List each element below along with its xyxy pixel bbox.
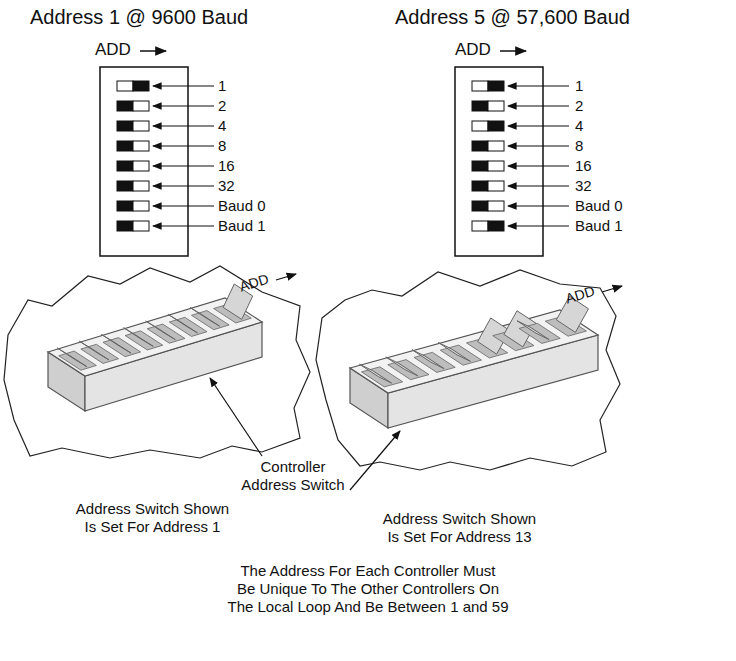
leader-arrow (153, 125, 214, 126)
add-arrow (500, 50, 526, 52)
switch-toggle (117, 161, 133, 171)
direction-label: ADD (455, 40, 491, 60)
switch-label: 16 (218, 157, 235, 175)
switch-toggle (133, 141, 149, 151)
toggle-lever (438, 343, 470, 362)
leader-arrow (508, 145, 569, 146)
switch-toggle (472, 141, 488, 151)
switch-toggle (117, 181, 133, 191)
toggle-lever (102, 335, 132, 354)
switch-toggle (133, 181, 149, 191)
callout-label: Controller Address Switch (238, 458, 348, 494)
toggle-lever (168, 314, 198, 333)
switch-toggle (133, 221, 149, 231)
switch-toggle (133, 101, 149, 111)
add-arrow (276, 274, 296, 280)
leader-arrow (153, 185, 214, 186)
leader-arrow (153, 225, 214, 226)
switch-label: 1 (218, 77, 226, 95)
leader-arrow (508, 185, 569, 186)
switch-toggle (488, 81, 504, 91)
add-arrow (602, 286, 622, 292)
toggle-lever (57, 348, 87, 367)
switch-toggle (472, 221, 488, 231)
heading: Address 5 @ 57,600 Baud (395, 5, 630, 29)
switch-toggle (488, 161, 504, 171)
leader-arrow (508, 225, 569, 226)
leader-arrow (508, 205, 569, 206)
switch-label: Baud 1 (218, 217, 266, 235)
switch-toggle (488, 101, 504, 111)
switch-toggle (488, 121, 504, 131)
leader-arrow (508, 165, 569, 166)
add-arrow (140, 50, 166, 52)
switch-toggle (117, 201, 133, 211)
leader-arrow (153, 105, 214, 106)
switch-toggle (472, 201, 488, 211)
switch-label: 32 (218, 177, 235, 195)
switch-label: 2 (575, 97, 583, 115)
switch-toggle (117, 81, 133, 91)
switch-label: 1 (575, 77, 583, 95)
switch-label: 8 (575, 137, 583, 155)
leader-arrow (153, 85, 214, 86)
toggle-lever (386, 357, 418, 376)
direction-label: ADD (95, 40, 131, 60)
toggle-lever (360, 364, 392, 383)
switch-toggle (488, 221, 504, 231)
dip-switch-box (100, 67, 188, 256)
leader-arrow (508, 85, 569, 86)
switch-toggle (488, 181, 504, 191)
switch-toggle (472, 181, 488, 191)
leader-arrow (350, 431, 400, 490)
switch-label: 4 (218, 117, 226, 135)
switch-label: 2 (218, 97, 226, 115)
switch-toggle (133, 161, 149, 171)
caption: Address Switch Shown Is Set For Address … (352, 510, 567, 546)
switch-label: 32 (575, 177, 592, 195)
switch-toggle (472, 121, 488, 131)
dip-switch-box (455, 67, 543, 256)
leader-arrow (153, 145, 214, 146)
leader-arrow (210, 378, 262, 456)
heading: Address 1 @ 9600 Baud (30, 5, 248, 29)
switch-toggle (117, 141, 133, 151)
caption: Address Switch Shown Is Set For Address … (50, 500, 255, 536)
switch-toggle (133, 81, 149, 91)
leader-arrow (153, 165, 214, 166)
switch-label: 16 (575, 157, 592, 175)
switch-toggle (472, 101, 488, 111)
switch-label: 4 (575, 117, 583, 135)
note: The Address For Each Controller Must Be … (198, 562, 538, 616)
switch-label: Baud 0 (575, 197, 623, 215)
toggle-lever (517, 321, 549, 340)
leader-arrow (508, 105, 569, 106)
leader-arrow (508, 125, 569, 126)
switch-label: Baud 0 (218, 197, 266, 215)
switch-toggle (117, 101, 133, 111)
switch-toggle (117, 221, 133, 231)
circuit-board (4, 266, 310, 458)
toggle-lever (124, 328, 154, 347)
direction-label: ADD (238, 271, 271, 296)
circuit-board (316, 270, 620, 470)
switch-toggle (133, 121, 149, 131)
switch-toggle (133, 201, 149, 211)
switch-toggle (488, 141, 504, 151)
toggle-lever (412, 350, 444, 369)
leader-arrow (153, 205, 214, 206)
switch-toggle (117, 121, 133, 131)
switch-label: Baud 1 (575, 217, 623, 235)
switch-toggle (472, 161, 488, 171)
switch-label: 8 (218, 137, 226, 155)
switch-toggle (472, 81, 488, 91)
toggle-lever (79, 341, 109, 360)
toggle-lever (146, 321, 176, 340)
switch-toggle (488, 201, 504, 211)
toggle-lever (190, 308, 220, 327)
